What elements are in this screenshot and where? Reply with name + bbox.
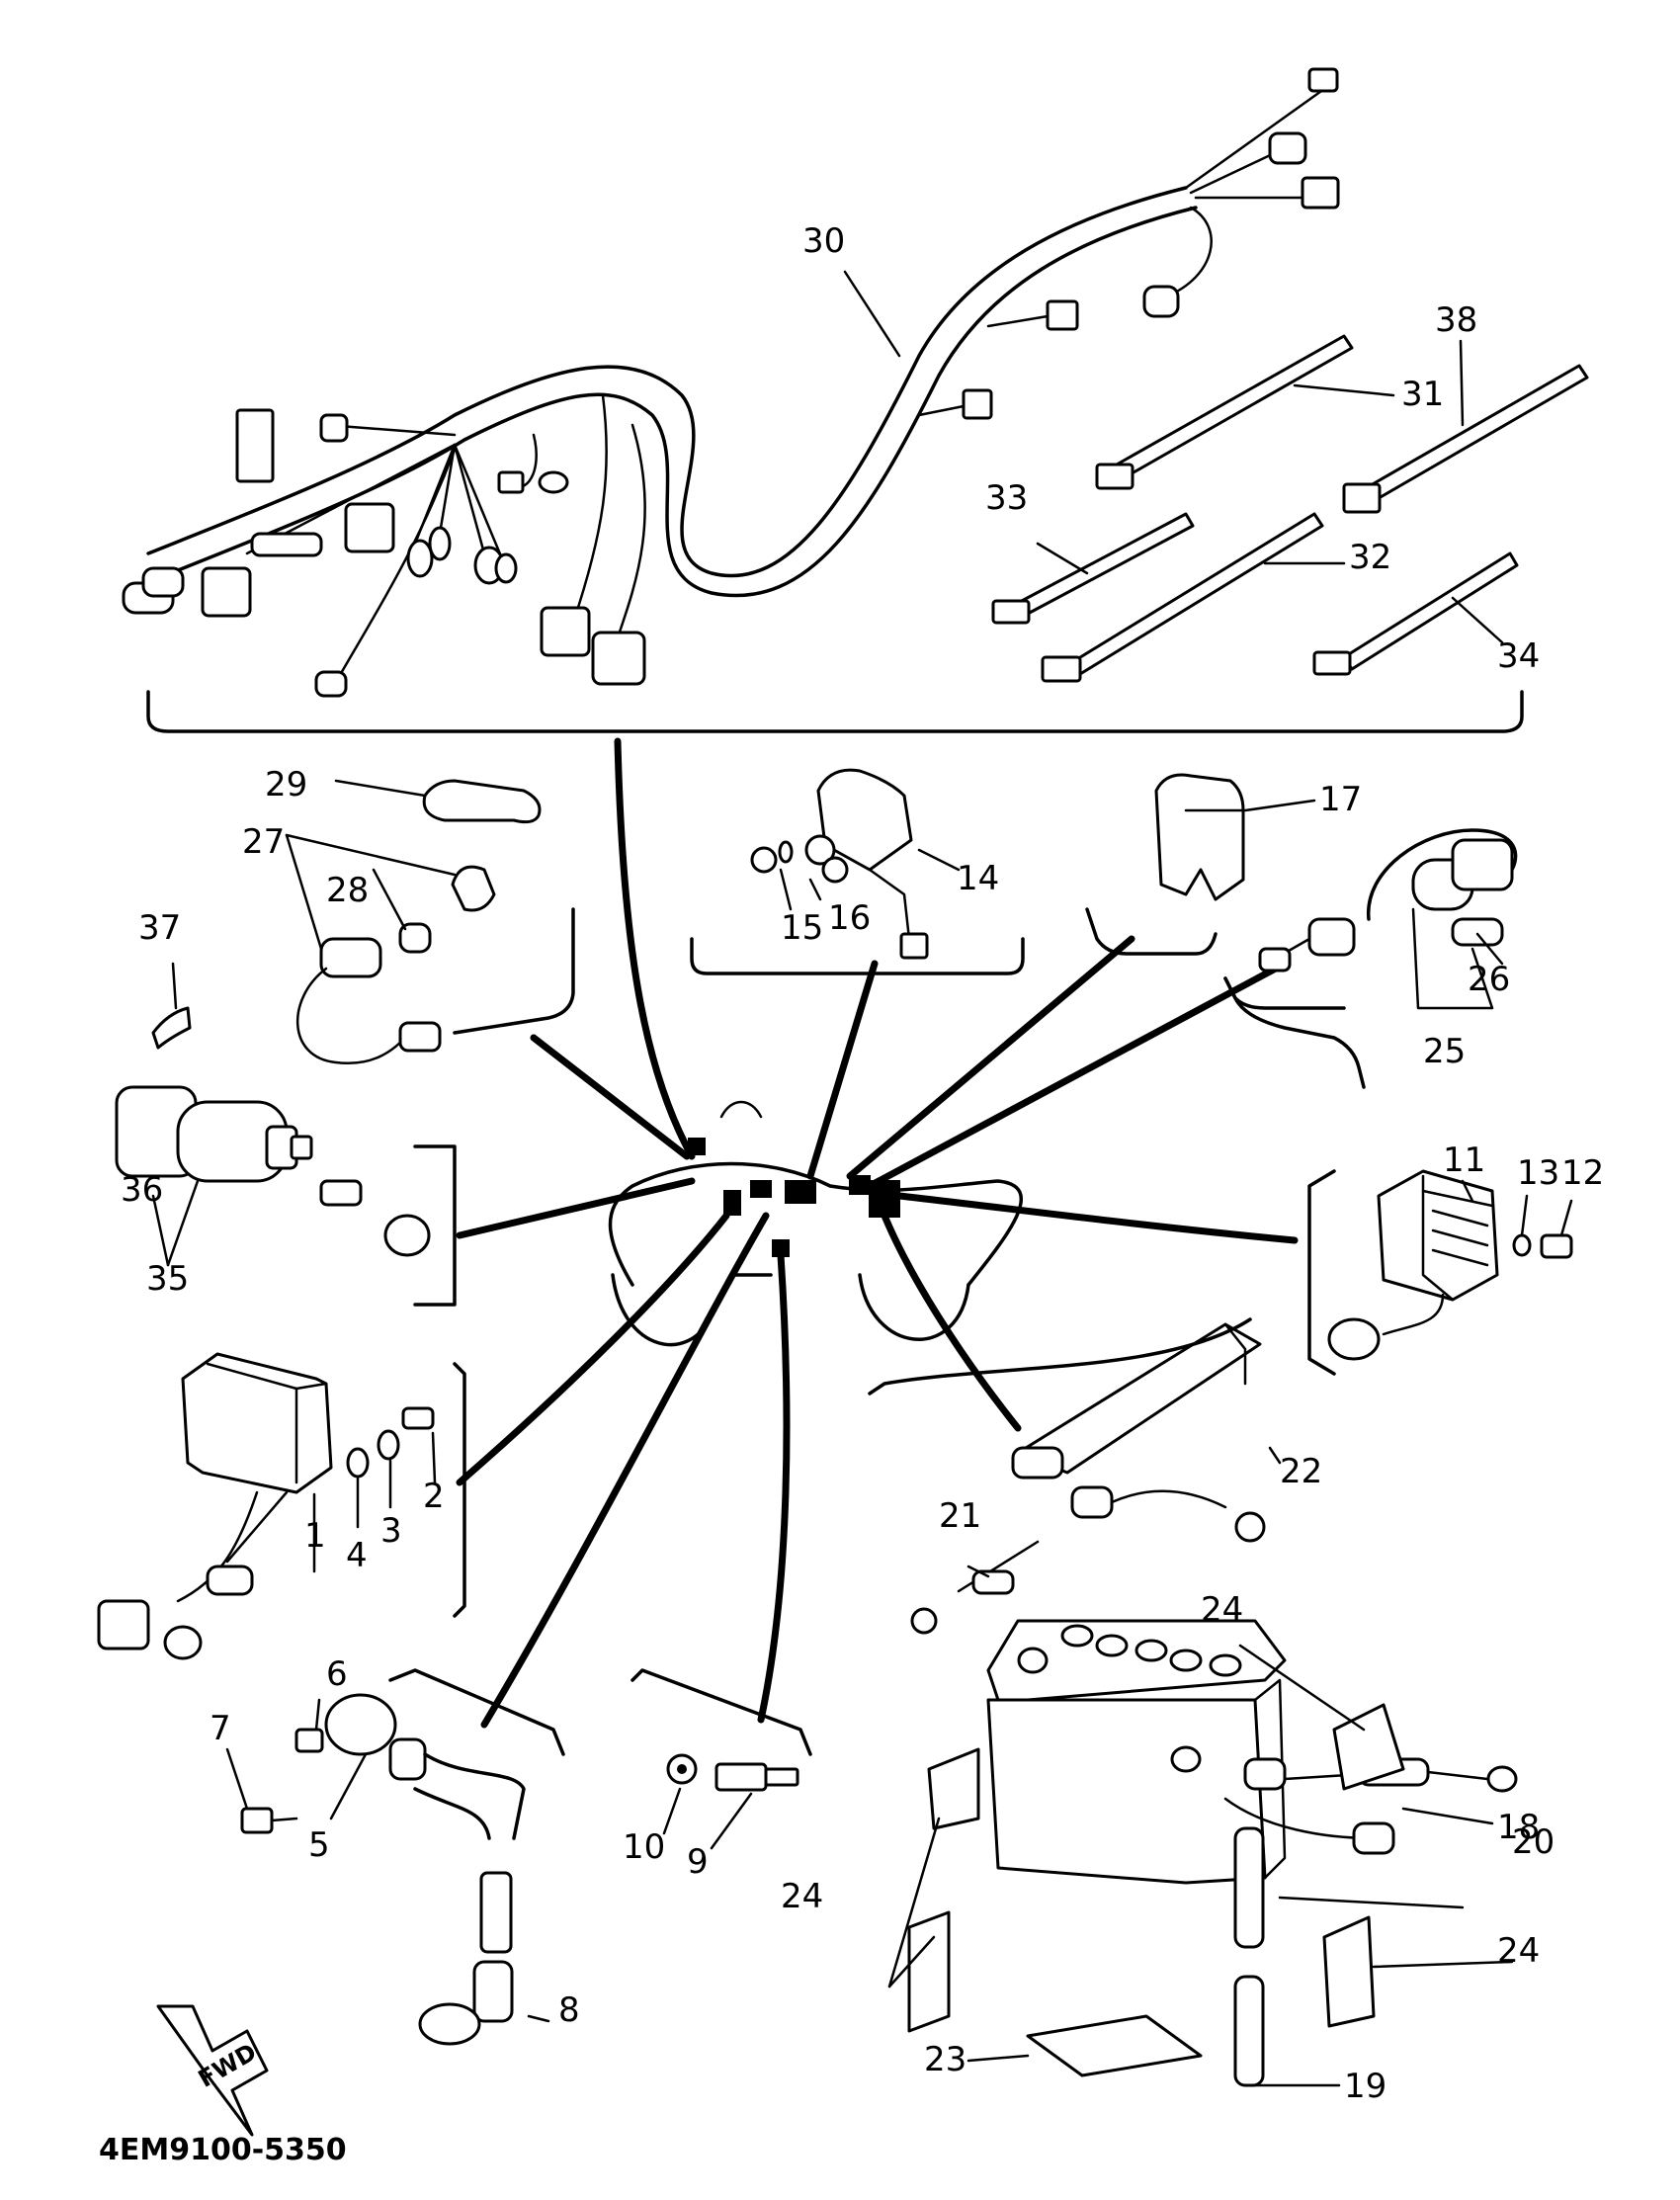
assembly-leaders <box>456 737 1299 1729</box>
callout-20: 20 <box>1512 1822 1554 1862</box>
callout-6: 6 <box>326 1654 348 1694</box>
cable-tie-31 <box>1095 334 1354 490</box>
callout-27: 27 <box>242 822 285 862</box>
cable-tie-33 <box>991 512 1195 625</box>
callout-25: 25 <box>1423 1032 1466 1071</box>
callout-13: 13 <box>1517 1153 1559 1193</box>
ignition-coil-group <box>225 1668 565 2046</box>
main-switch-group <box>115 962 457 1307</box>
callout-24-left: 24 <box>781 1877 823 1916</box>
cable-tie-32 <box>1041 512 1324 683</box>
cable-tie-34 <box>1312 551 1519 676</box>
callout-15: 15 <box>781 908 823 948</box>
callout-37: 37 <box>138 908 181 948</box>
callout-16: 16 <box>828 898 871 938</box>
callout-23: 23 <box>924 2040 966 2079</box>
callout-10: 10 <box>623 1827 665 1867</box>
callout-1: 1 <box>304 1516 326 1556</box>
relay-cover-group <box>1085 773 1316 956</box>
callout-5: 5 <box>308 1825 330 1865</box>
callout-33: 33 <box>985 478 1028 518</box>
callout-21: 21 <box>939 1496 981 1536</box>
regulator-group <box>1307 1169 1573 1376</box>
solenoid-fuse-group <box>1223 828 1518 1089</box>
wire-harness-group <box>122 67 1589 733</box>
callout-18: 18 <box>1497 1808 1540 1847</box>
battery-cable-group <box>868 1317 1282 1635</box>
callout-31: 31 <box>1401 375 1444 414</box>
callout-3: 3 <box>380 1511 402 1551</box>
cdi-unit-group <box>97 1352 466 1660</box>
callout-28: 28 <box>326 871 369 910</box>
callout-17: 17 <box>1319 780 1362 819</box>
callout-14: 14 <box>957 859 999 898</box>
callout-34: 34 <box>1497 636 1540 676</box>
cable-tie-38 <box>1342 364 1589 514</box>
sensor-assembly-group <box>285 779 575 1065</box>
callout-32: 32 <box>1349 538 1391 577</box>
callout-30: 30 <box>802 221 845 261</box>
callout-35: 35 <box>146 1259 189 1299</box>
callout-8: 8 <box>558 1990 580 2030</box>
callout-29: 29 <box>265 765 307 804</box>
neutral-switch-group <box>630 1668 812 1850</box>
callout-7: 7 <box>210 1709 231 1748</box>
callout-38: 38 <box>1435 300 1477 340</box>
callout-36: 36 <box>121 1170 163 1210</box>
callout-24-top: 24 <box>1201 1590 1243 1630</box>
starter-relay-group <box>690 768 1025 975</box>
callout-4: 4 <box>346 1536 368 1575</box>
callout-12: 12 <box>1561 1153 1604 1193</box>
callout-22: 22 <box>1280 1452 1322 1491</box>
callout-26: 26 <box>1468 960 1510 999</box>
forward-direction-arrow: FWD <box>156 2004 269 2137</box>
callout-9: 9 <box>687 1842 709 1882</box>
callout-labels: 1 2 3 4 5 6 7 8 9 10 11 12 13 14 15 16 1… <box>121 221 1604 2106</box>
callout-19: 19 <box>1344 2067 1386 2106</box>
callout-24-right: 24 <box>1497 1931 1540 1971</box>
diagram-code: 4EM9100-5350 <box>99 2133 347 2167</box>
callout-11: 11 <box>1443 1141 1485 1180</box>
battery-group <box>887 1619 1518 2087</box>
callout-2: 2 <box>423 1477 445 1516</box>
